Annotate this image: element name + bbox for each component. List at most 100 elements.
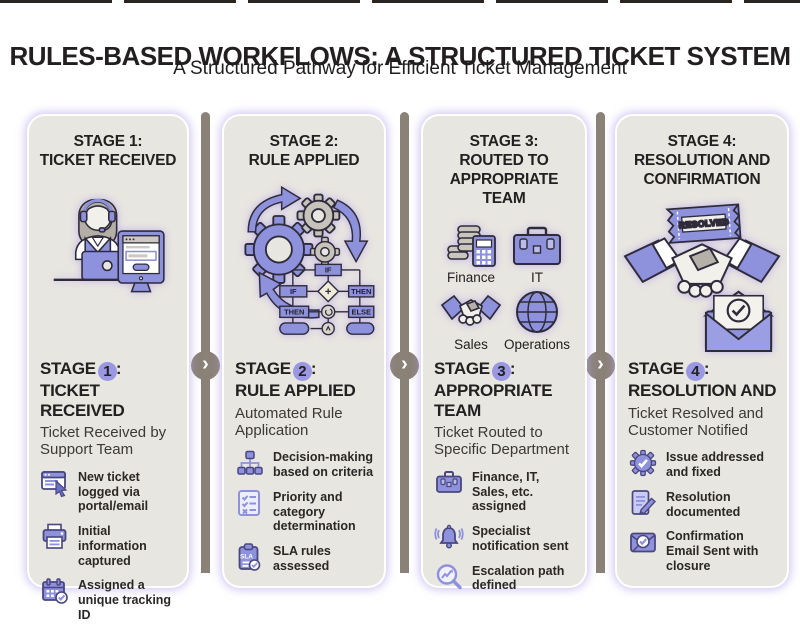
stage-1-card: STAGE 1: TICKET RECEIVED	[29, 116, 187, 622]
bullet-text: Confirmation Email Sent with closure	[666, 529, 759, 573]
stage-connector-line	[400, 112, 409, 573]
team-sales: Sales	[438, 289, 504, 352]
bullet-item: Specialist notification sent	[434, 522, 578, 554]
bullet-text: Priority and category determination	[273, 489, 356, 534]
svg-text:SLA: SLA	[240, 554, 253, 561]
stage-3-card: STAGE 3: ROUTED TO APPROPRIATE TEAM	[423, 116, 585, 592]
document-pencil-icon	[628, 488, 658, 518]
team-label: Operations	[504, 336, 571, 352]
sales-handshake-icon	[440, 294, 502, 326]
stage-2-description: Automated Rule Application	[235, 404, 343, 439]
checklist-icon	[235, 488, 265, 518]
bullet-text: SLA rules assessed	[273, 544, 331, 573]
calendar-check-icon	[40, 576, 70, 606]
stage-2-heading-line2: RULE APPLIED	[235, 381, 356, 400]
stage-number-badge: 4	[685, 362, 705, 381]
ticket-resolved-label: RESOLVED	[678, 217, 729, 231]
stage-4-card: STAGE 4: RESOLUTION AND CONFIRMATION RES…	[617, 116, 787, 586]
team-finance: Finance	[438, 222, 504, 285]
bullet-text: Decision-making based on criteria	[273, 450, 374, 480]
next-stage-arrow-icon: ›	[191, 351, 220, 380]
bell-icon	[434, 522, 464, 552]
bullet-item: Issue addressed and fixed	[628, 448, 780, 480]
stage-connector-line	[596, 112, 605, 573]
team-it: IT	[504, 222, 570, 285]
sla-clipboard-icon: SLA	[235, 542, 265, 572]
stage-3-top-title: STAGE 3: ROUTED TO APPROPRIATE TEAM	[449, 133, 559, 207]
team-label: Sales	[454, 336, 488, 352]
resolution-illustration: RESOLVED	[623, 203, 781, 352]
stage-2-top-title: STAGE 2: RULE APPLIED	[248, 133, 360, 169]
it-toolbox-icon	[513, 226, 562, 265]
escalation-search-icon	[434, 562, 464, 592]
flow-label-then-right: THEN	[351, 287, 371, 296]
bullet-item: Initial information captured	[40, 522, 180, 568]
stage-1-description: Ticket Received by Support Team	[40, 424, 167, 459]
stage-number-badge: 1	[97, 362, 117, 381]
printer-icon	[40, 522, 70, 552]
stage-4-illustration: RESOLVED	[617, 195, 787, 353]
bullet-item: Finance, IT, Sales, etc. assigned	[434, 468, 578, 514]
stage-number-badge: 3	[491, 362, 511, 381]
next-stage-arrow-icon: ›	[586, 351, 615, 380]
team-label: IT	[531, 269, 544, 285]
bullet-text: Assigned a unique tracking ID	[78, 578, 172, 622]
bullet-item: Resolution documented	[628, 488, 780, 520]
stage-3-heading-line2: APPROPRIATE TEAM	[434, 381, 553, 420]
bullet-text: Specialist notification sent	[472, 524, 569, 553]
flow-label-if-top: IF	[325, 266, 332, 275]
flow-label-else-right: ELSE	[351, 307, 370, 316]
stage-4-description: Ticket Resolved and Customer Notified	[628, 404, 764, 439]
stage-1-top-title: STAGE 1: TICKET RECEIVED	[39, 133, 177, 169]
bullet-text: Finance, IT, Sales, etc. assigned	[472, 469, 540, 514]
department-grid: Finance IT	[434, 222, 574, 352]
operations-globe-icon	[516, 290, 559, 333]
stage-4-heading-line2: RESOLUTION AND	[628, 381, 777, 400]
bullet-text: Escalation path defined	[472, 563, 565, 593]
page-title: RULES-BASED WORKFLOWS: A STRUCTURED TICK…	[9, 41, 792, 72]
bullet-item: Confirmation Email Sent with closure	[628, 527, 780, 573]
stage-connector-line	[201, 112, 210, 573]
flow-label-if-left: IF	[290, 287, 297, 296]
bullet-text: Initial information captured	[78, 524, 147, 568]
page-subtitle: A Structured Pathway for Efficient Ticke…	[173, 58, 627, 79]
bullet-text: Resolution documented	[666, 489, 741, 519]
gears-flowchart-illustration: IF IF THEN THEN ELSE	[244, 185, 375, 336]
ticket-window-icon	[40, 468, 70, 498]
stage-2-illustration: IF IF THEN THEN ELSE	[224, 176, 384, 336]
stage-3-illustration: Finance IT	[423, 214, 585, 352]
stage-4-top-title: STAGE 4: RESOLUTION AND CONFIRMATION	[633, 133, 771, 188]
finance-coins-calculator-icon	[447, 224, 496, 267]
team-label: Finance	[446, 269, 495, 285]
flow-label-then-left: THEN	[284, 307, 304, 316]
bullet-item: Decision-making based on criteria	[235, 448, 377, 480]
torn-edge-strip	[0, 0, 800, 3]
stage-number-badge: 2	[292, 362, 312, 381]
bullet-item: New ticket logged via portal/email	[40, 468, 180, 514]
next-stage-arrow-icon: ›	[390, 351, 419, 380]
gear-check-icon	[628, 448, 658, 478]
bullet-text: New ticket logged via portal/email	[78, 469, 149, 514]
mail-check-icon	[628, 527, 658, 557]
support-agent-illustration	[53, 198, 165, 293]
stage-3-description: Ticket Routed to Specific Department	[434, 424, 570, 459]
stage-1-heading-line2: TICKET RECEIVED	[40, 381, 125, 420]
stage-1-illustration	[29, 176, 187, 294]
bullet-item: SLA SLA rules assessed	[235, 542, 377, 574]
team-operations: Operations	[504, 289, 570, 352]
hierarchy-icon	[235, 448, 265, 478]
bullet-item: Assigned a unique tracking ID	[40, 576, 180, 622]
bullet-item: Escalation path defined	[434, 562, 578, 594]
